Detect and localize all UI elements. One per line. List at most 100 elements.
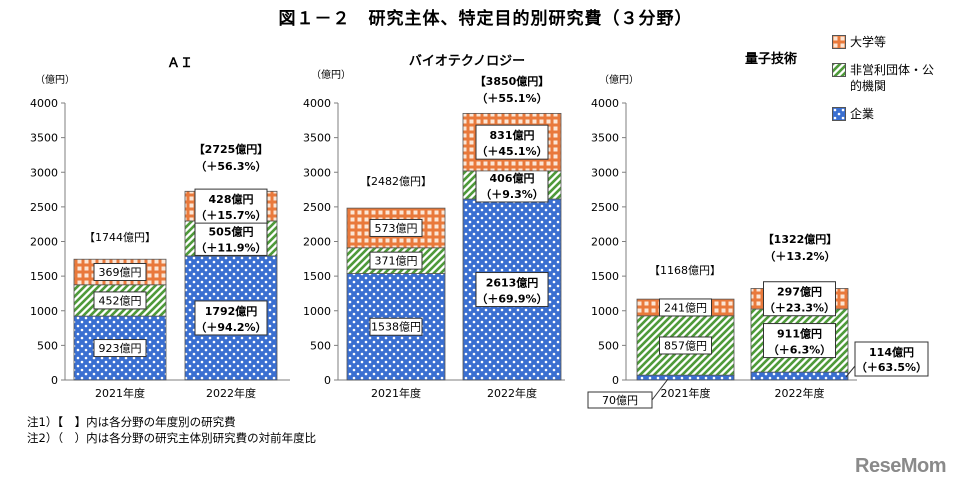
chart3-total-label: 【1168億円】	[649, 264, 721, 277]
chart2-total-growth-label: （＋55.1%）	[476, 92, 547, 105]
chart2-growth-label: （＋69.9%）	[476, 293, 547, 306]
figure-title: 図１－２ 研究主体、特定目的別研究費（３分野）	[278, 9, 693, 29]
chart3-value-label: 911億円	[777, 327, 822, 341]
chart1-growth-label: （＋15.7%）	[195, 209, 266, 222]
chart1-value-label: 505億円	[209, 224, 254, 238]
chart2-ytick-label: 3000	[303, 166, 331, 179]
chart3-ytick-label: 1500	[591, 270, 619, 283]
chart2-ylabel: （億円）	[311, 68, 351, 81]
chart2-value-label: 2613億円	[486, 276, 539, 290]
note-2: 注2）（ ）内は各分野の研究主体別研究費の対前年度比	[27, 431, 317, 445]
legend-label-corp: 企業	[850, 107, 875, 121]
legend-label-npo: 非営利団体・公的機関	[850, 63, 935, 93]
chart2-value-box	[475, 272, 549, 308]
legend-item-corp: 企業	[832, 106, 945, 122]
chart1-ytick-label: 1000	[30, 305, 58, 318]
chart1-ytick-label: 3500	[30, 132, 58, 145]
chart3-category-label: 2021年度	[661, 386, 711, 400]
chart1-ytick-label: 1500	[30, 270, 58, 283]
chart1-value-label: 452億円	[99, 294, 142, 307]
chart2-value-label: 1538億円	[371, 321, 421, 334]
chart3-value-box	[763, 323, 836, 359]
note-1: 注1）【 】内は各分野の年度別の研究費	[27, 415, 236, 429]
chart3-ytick-label: 3000	[591, 166, 619, 179]
chart2-ytick-label: 2500	[303, 201, 331, 214]
chart2-title: バイオテクノロジー	[409, 54, 525, 69]
chart1-ytick-label: 4000	[30, 97, 58, 110]
chart2-total-label: 【3850億円】	[475, 74, 550, 88]
chart1-total-label: 【1744億円】	[84, 231, 156, 244]
chart1-ytick-label: 3000	[30, 166, 58, 179]
chart3-value-box	[587, 391, 653, 409]
legend-item-univ: 大学等	[832, 34, 945, 50]
chart1-value-label: 369億円	[99, 266, 142, 279]
chart2-ytick-label: 500	[310, 339, 331, 352]
chart2-value-label: 573億円	[375, 222, 418, 235]
legend-item-npo: 非営利団体・公的機関	[832, 62, 945, 94]
chart3-category-label: 2022年度	[775, 386, 825, 400]
chart2-total-label: 【2482億円】	[360, 175, 432, 188]
chart2-value-box	[369, 317, 423, 336]
chart3-ytick-label: 0	[612, 374, 619, 387]
chart2-category-label: 2022年度	[487, 386, 537, 400]
chart1-value-label: 1792億円	[205, 304, 258, 318]
chart3-ytick-label: 4000	[591, 97, 619, 110]
chart1-value-box	[93, 263, 147, 282]
chart1-value-box	[194, 220, 268, 256]
chart1-growth-label: （＋11.9%）	[195, 241, 266, 254]
chart3-value-label: 857億円	[664, 339, 707, 352]
chart2-ytick-label: 4000	[303, 97, 331, 110]
chart1-value-box	[194, 188, 268, 224]
chart1-total-label: 【2725億円】	[194, 142, 269, 156]
chart2-ytick-label: 3500	[303, 132, 331, 145]
chart3-total-growth-label: （＋13.2%）	[764, 250, 835, 263]
chart3-value-box	[763, 281, 836, 317]
chart2-value-box	[475, 124, 549, 160]
chart3-ytick-label: 2000	[591, 236, 619, 249]
chart3-bar-corp-1	[636, 374, 735, 381]
chart1-value-box	[194, 300, 268, 336]
chart2-value-box	[369, 251, 423, 270]
chart3-growth-label: （＋23.3%）	[764, 302, 835, 315]
chart1-title: ＡＩ	[167, 56, 193, 71]
legend-label-univ: 大学等	[850, 35, 887, 49]
chart2-value-box	[475, 167, 549, 203]
legend-swatch-corp	[832, 107, 846, 121]
chart3-growth-label: （＋63.5%）	[856, 361, 927, 374]
chart1-ytick-label: 2000	[30, 236, 58, 249]
chart1-value-box	[93, 339, 147, 358]
chart1-category-label: 2022年度	[206, 386, 256, 400]
chart1-ylabel: （億円）	[35, 73, 75, 86]
chart3-total-label: 【1322億円】	[763, 232, 838, 246]
chart1-value-label: 428億円	[209, 192, 254, 206]
chart3-value-label: 114億円	[869, 345, 914, 359]
chart3-value-box	[659, 336, 712, 355]
chart3-title: 量子技術	[745, 51, 797, 67]
chart3-value-label: 70億円	[602, 394, 638, 407]
chart2-value-label: 831億円	[490, 128, 535, 142]
chart3-value-label: 241億円	[664, 301, 707, 314]
chart3-value-label: 297億円	[777, 285, 822, 299]
chart1-ytick-label: 2500	[30, 201, 58, 214]
chart1-ytick-label: 500	[37, 339, 58, 352]
legend: 大学等 非営利団体・公的機関 企業	[832, 34, 945, 134]
chart3-leader-line	[845, 365, 856, 378]
chart2-ytick-label: 2000	[303, 236, 331, 249]
legend-swatch-npo	[832, 63, 846, 77]
chart2-ytick-label: 1000	[303, 305, 331, 318]
chart3-value-box	[854, 341, 929, 377]
chart3-growth-label: （＋6.3%）	[768, 344, 832, 357]
chart1-growth-label: （＋94.2%）	[195, 321, 266, 334]
chart2-growth-label: （＋9.3%）	[480, 188, 544, 201]
brand-logo: ReseMom	[855, 455, 946, 477]
chart3-bar-corp-2	[750, 371, 849, 381]
chart2-ytick-label: 0	[324, 374, 331, 387]
legend-swatch-univ	[832, 35, 846, 49]
chart2-value-label: 371億円	[375, 255, 418, 268]
chart1-value-box	[93, 291, 147, 310]
chart3-ytick-label: 1000	[591, 305, 619, 318]
chart3-ytick-label: 500	[598, 339, 619, 352]
chart1-total-growth-label: （＋56.3%）	[195, 160, 266, 173]
chart3-value-box	[659, 298, 712, 317]
